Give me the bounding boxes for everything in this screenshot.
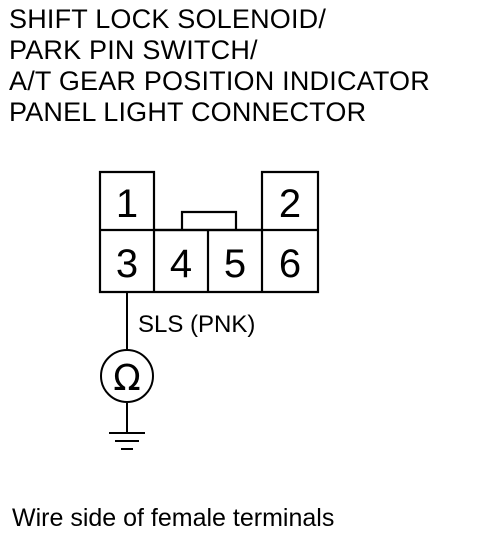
title-line-4: PANEL LIGHT CONNECTOR [9,97,367,127]
terminal-3: 3 [116,242,138,286]
connector-outline [98,170,320,294]
connector-lock-tab [180,210,238,230]
caption: Wire side of female terminals [12,504,335,532]
terminal-6: 6 [279,242,301,286]
title-line-3: A/T GEAR POSITION INDICATOR [9,66,430,96]
terminal-2: 2 [279,182,301,226]
ohmmeter-icon: Ω [100,349,154,403]
terminal-5: 5 [224,242,246,286]
terminal-1: 1 [116,182,138,226]
ohm-symbol: Ω [113,358,141,399]
diagram-title: SHIFT LOCK SOLENOID/ PARK PIN SWITCH/ A/… [9,4,430,128]
terminal-4: 4 [170,242,192,286]
title-line-1: SHIFT LOCK SOLENOID/ [9,4,327,34]
title-line-2: PARK PIN SWITCH/ [9,35,258,65]
wire-label: SLS (PNK) [138,311,255,338]
ground-icon [109,432,145,450]
